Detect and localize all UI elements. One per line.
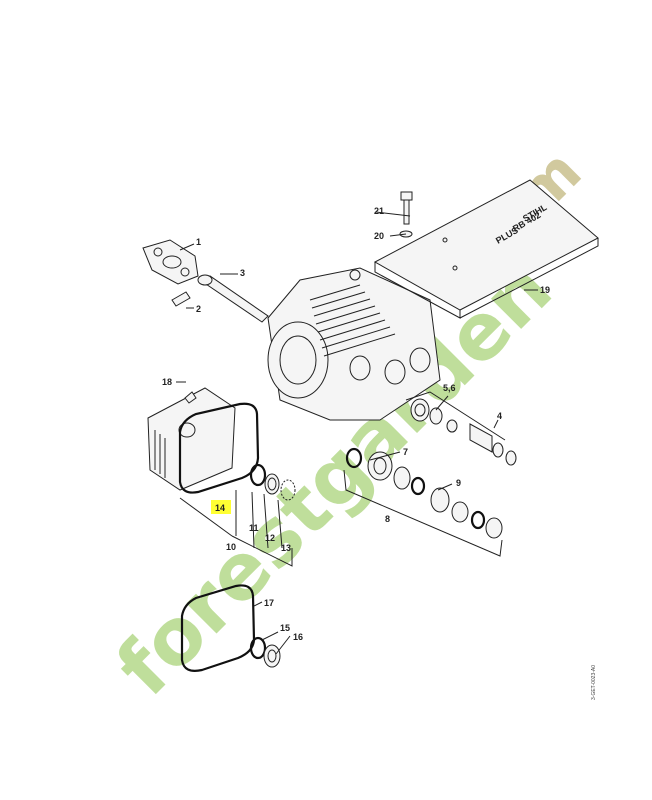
label-9: 9 xyxy=(456,478,461,488)
label-10: 10 xyxy=(226,542,236,552)
label-18: 18 xyxy=(162,377,172,387)
drawing-code: 3-GET-0023-A0 xyxy=(591,665,597,700)
label-3: 3 xyxy=(240,268,245,278)
label-15: 15 xyxy=(280,623,290,633)
label-19: 19 xyxy=(540,285,550,295)
part-labels: 1 2 3 4 5,6 7 8 9 10 11 12 13 14 15 16 1… xyxy=(162,206,550,642)
part-4-plunger-set xyxy=(446,419,517,466)
part-17-gasket xyxy=(180,584,256,672)
label-12: 12 xyxy=(265,533,275,543)
part-18-rear-cover xyxy=(147,387,236,491)
part-11-oring xyxy=(249,463,267,487)
part-3-shaft xyxy=(197,274,269,323)
part-16-seal xyxy=(263,644,281,668)
group-lines-8 xyxy=(179,391,506,567)
part-2-pin xyxy=(171,291,191,307)
label-13: 13 xyxy=(281,543,291,553)
part-12-seal xyxy=(264,473,280,495)
label-1: 1 xyxy=(196,237,201,247)
part-1-flange xyxy=(142,239,199,285)
label-16: 16 xyxy=(293,632,303,642)
label-17: 17 xyxy=(264,598,274,608)
label-5-6: 5,6 xyxy=(443,383,456,393)
part-15-oring xyxy=(249,636,267,660)
part-19-cover: STIHL RB 402 PLUS xyxy=(373,179,599,319)
part-21-bolt xyxy=(400,191,413,225)
label-4: 4 xyxy=(497,411,502,421)
highlight-box xyxy=(211,500,231,514)
label-21: 21 xyxy=(374,206,384,216)
part-14-gasket xyxy=(178,402,260,494)
part-13-ring xyxy=(280,479,296,501)
label-2: 2 xyxy=(196,304,201,314)
label-7: 7 xyxy=(403,447,408,457)
leader-lines xyxy=(176,211,538,655)
part-7-oring xyxy=(345,447,363,469)
label-11: 11 xyxy=(249,523,259,533)
part-5-6-seal xyxy=(410,398,443,425)
label-8: 8 xyxy=(385,514,390,524)
label-14: 14 xyxy=(215,503,225,513)
pump-housing xyxy=(267,267,441,421)
part-8-valve-set xyxy=(367,451,503,539)
label-20: 20 xyxy=(374,231,384,241)
